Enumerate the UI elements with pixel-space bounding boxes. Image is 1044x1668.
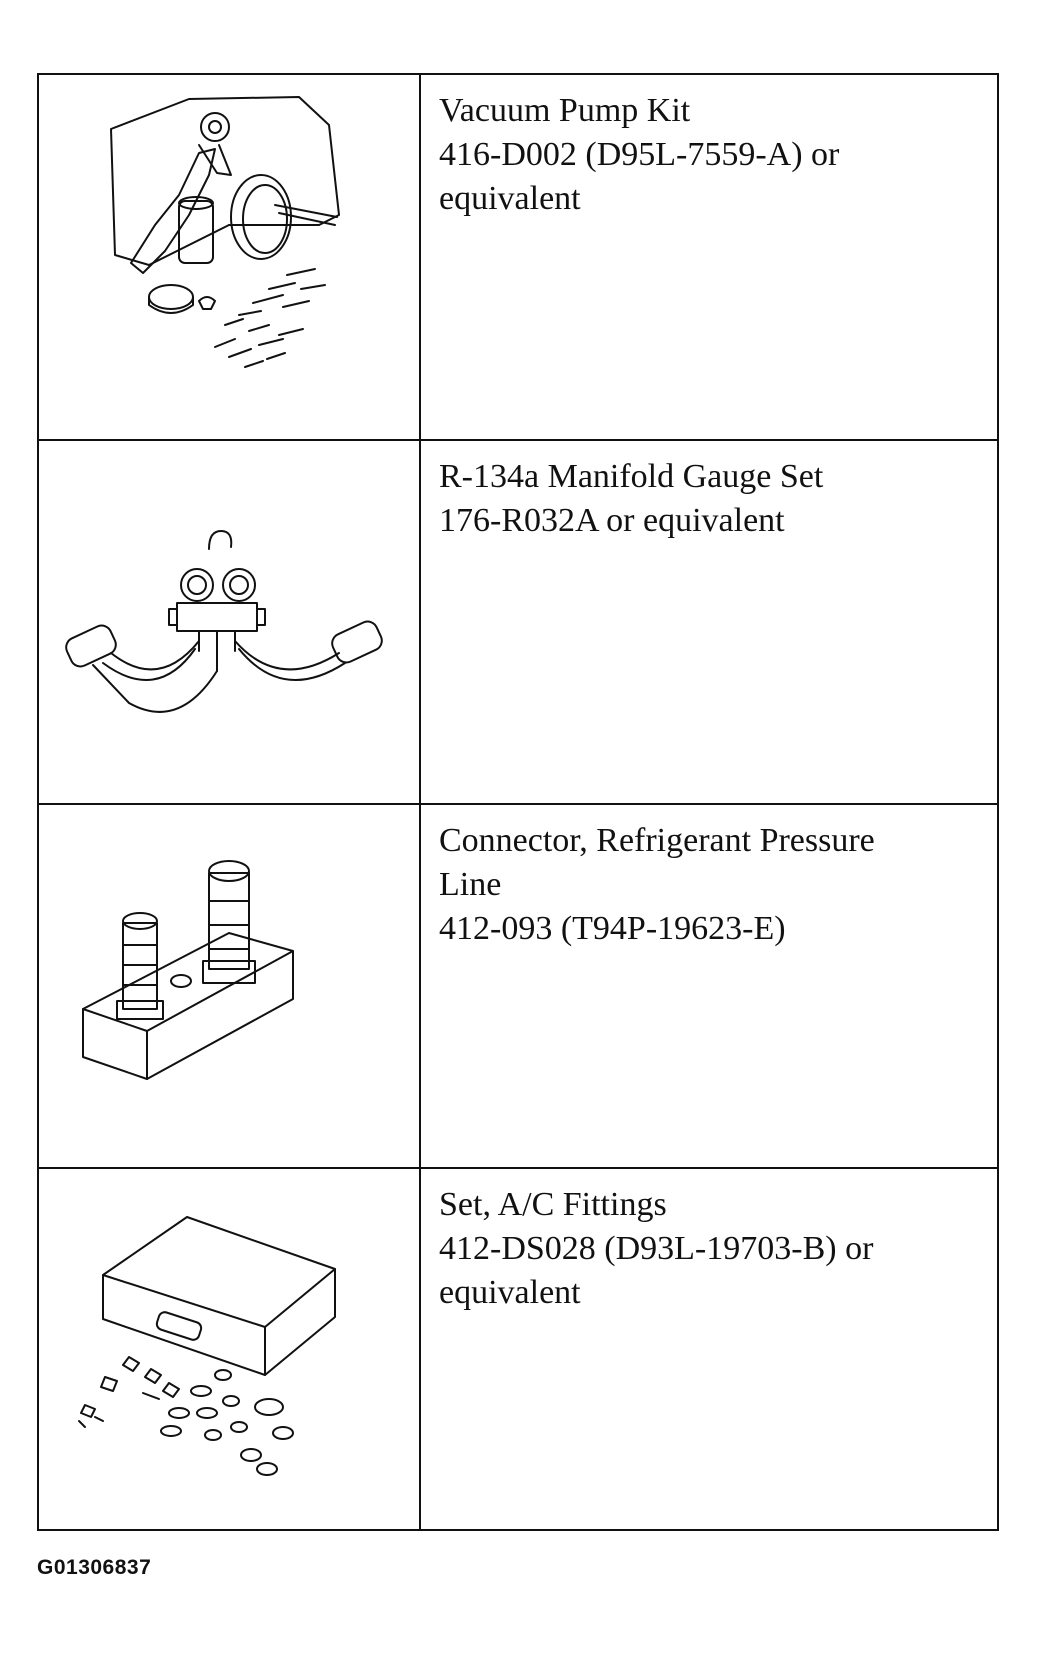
pressure-line-connector-illustration xyxy=(39,805,421,1167)
tool-part-number: 412-DS028 (D93L-19703-B) or equivalent xyxy=(439,1230,874,1311)
tool-name: Connector, Refrigerant Pressure Line xyxy=(439,822,875,903)
tool-description: Connector, Refrigerant Pressure Line 412… xyxy=(421,805,997,1167)
table-row-manifold-gauge-set: R-134a Manifold Gauge Set 176-R032A or e… xyxy=(39,439,997,803)
tool-name: Set, A/C Fittings xyxy=(439,1186,667,1223)
tool-part-number: 416-D002 (D95L-7559-A) or equivalent xyxy=(439,136,840,217)
special-tools-table: Vacuum Pump Kit 416-D002 (D95L-7559-A) o… xyxy=(37,73,999,1531)
table-row-vacuum-pump-kit: Vacuum Pump Kit 416-D002 (D95L-7559-A) o… xyxy=(39,75,997,439)
table-row-ac-fittings-set: Set, A/C Fittings 412-DS028 (D93L-19703-… xyxy=(39,1167,997,1531)
vacuum-pump-kit-illustration xyxy=(39,75,421,439)
table-row-pressure-line-connector: Connector, Refrigerant Pressure Line 412… xyxy=(39,803,997,1167)
tool-name: Vacuum Pump Kit xyxy=(439,92,691,129)
ac-fittings-set-illustration xyxy=(39,1169,421,1531)
tool-description: Vacuum Pump Kit 416-D002 (D95L-7559-A) o… xyxy=(421,75,997,439)
tool-name: R-134a Manifold Gauge Set xyxy=(439,458,824,495)
figure-id: G01306837 xyxy=(37,1556,152,1579)
manifold-gauge-set-illustration xyxy=(39,441,421,803)
tool-part-number: 412-093 (T94P-19623-E) xyxy=(439,910,786,947)
tool-description: R-134a Manifold Gauge Set 176-R032A or e… xyxy=(421,441,997,803)
tool-part-number: 176-R032A or equivalent xyxy=(439,502,785,539)
tool-description: Set, A/C Fittings 412-DS028 (D93L-19703-… xyxy=(421,1169,997,1531)
